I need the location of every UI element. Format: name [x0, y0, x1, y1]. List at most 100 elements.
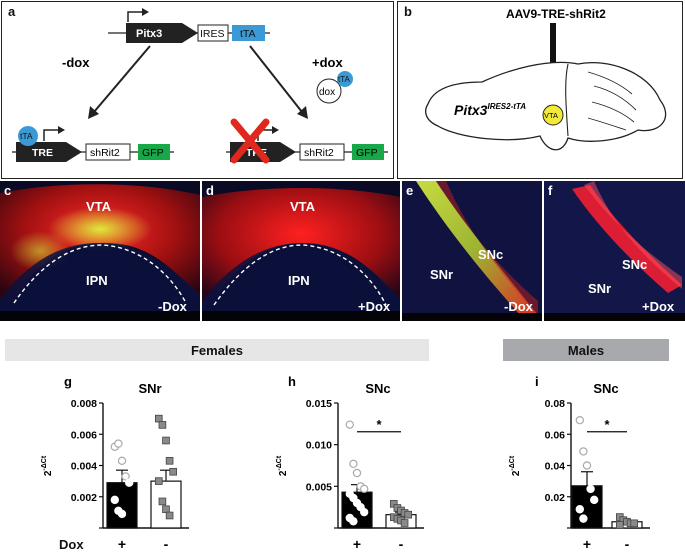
chart-h-significance-star: *: [376, 417, 382, 432]
chart-h-point-plus: [352, 468, 362, 478]
shrit2-label: shRit2: [90, 147, 120, 159]
chart-g-bar-plus: [106, 482, 138, 529]
chart-g-x-label-plus: +: [118, 536, 126, 550]
chart-g-y-tick-label: 0.008: [71, 398, 97, 410]
chart-i-significance-star: *: [604, 417, 610, 432]
panel-f-condition: +Dox: [642, 299, 675, 314]
chart-i-point-plus: [575, 505, 585, 514]
chart-i-point-plus: [579, 514, 588, 523]
pitx3-construct: Pitx3 IRES tTA: [108, 8, 270, 43]
chart-g-point-plus: [114, 439, 123, 448]
chart-g-point-minus: [154, 414, 163, 423]
chart-g-point-minus: [158, 497, 167, 506]
shrit2-label-right: shRit2: [304, 147, 334, 159]
chart-g-point-minus: [165, 511, 174, 520]
chart-h-x-label-plus: +: [353, 536, 361, 550]
panel-d-label: d: [206, 183, 214, 198]
chart-g-point-plus: [124, 478, 134, 487]
chart-h-panel-label: h: [288, 374, 296, 389]
chart-g-panel-label: g: [64, 374, 72, 389]
chart-g-point-minus: [158, 421, 167, 429]
chart-i-y-tick-label: 0.08: [545, 398, 566, 410]
panel-e-region-snc: SNc: [478, 247, 504, 262]
chart-i-x-label-minus: -: [625, 536, 630, 550]
tta-bound-label: tTA: [20, 131, 33, 141]
chart-g-point-plus: [117, 456, 127, 466]
promoter-arrow-icon: [127, 11, 142, 22]
chart-i-point-plus: [590, 495, 599, 505]
chart-g-point-minus: [154, 477, 163, 485]
panel-f-label: f: [548, 183, 553, 198]
chart-h-y-tick-label: 0.010: [306, 440, 332, 452]
chart-g-point-minus: [162, 505, 170, 514]
tta-bound-icon: [18, 126, 38, 146]
chart-g-y-axis-label: 2-ΔCt: [41, 455, 54, 476]
chart-g-point-plus: [110, 495, 120, 505]
chart-i-point-plus: [582, 461, 592, 470]
tre-label: TRE: [32, 147, 53, 159]
ires-label: IRES: [200, 28, 225, 40]
chart-i-point-plus: [586, 484, 595, 494]
chart-i-y-tick-label: 0.02: [545, 492, 566, 504]
chart-i-y-tick-label: 0.06: [545, 429, 566, 441]
construct-diagram: Pitx3 IRES tTA -dox +dox dox tTA tTA TRE…: [12, 8, 388, 164]
panel-c-region-ipn: IPN: [86, 273, 108, 288]
chart-g-point-plus: [117, 509, 127, 519]
panel-d-region-vta: VTA: [290, 199, 316, 214]
tre-construct-minus-dox: tTA TRE shRit2 GFP: [12, 126, 174, 162]
arrow-minus-dox: [93, 45, 151, 113]
dox-tta-label: tTA: [338, 75, 351, 84]
chart-g-point-minus: [169, 467, 178, 476]
chart-h-point-plus: [360, 507, 369, 517]
chart-h-y-tick-label: 0.015: [306, 398, 332, 410]
plus-dox-label: +dox: [312, 55, 343, 70]
minus-dox-label: -dox: [62, 55, 90, 70]
panel-e-region-snr: SNr: [430, 267, 454, 282]
panel-d-region-ipn: IPN: [288, 273, 310, 288]
panel-a: a Pitx3 IRES tTA -dox +dox dox tTA: [1, 1, 394, 179]
tta-label: tTA: [240, 28, 256, 40]
chart-g-x-label-minus: -: [164, 536, 169, 550]
chart-h-y-axis-label: 2-ΔCt: [276, 455, 289, 476]
dox-label: dox: [319, 87, 335, 98]
chart-g-y-tick-label: 0.004: [71, 461, 97, 473]
panel-f-region-snr: SNr: [588, 281, 612, 296]
gfp-label: GFP: [142, 147, 164, 159]
panel-f-image: f SNc SNr +Dox: [544, 181, 685, 321]
chart-g-point-plus: [121, 472, 130, 481]
blocked-x-icon: [230, 118, 270, 164]
virus-label: AAV9-TRE-shRit2: [506, 7, 606, 21]
chart-i-point-plus: [575, 415, 585, 425]
chart-i-y-axis-label: 2-ΔCt: [509, 455, 522, 476]
panel-e-condition: -Dox: [504, 299, 533, 314]
pitx3-gene-arrow: [126, 23, 198, 43]
chart-i-title: SNc: [593, 381, 618, 396]
chart-h-point-plus: [349, 459, 358, 469]
panel-d-image: d VTA IPN +Dox: [202, 181, 400, 321]
chart-h-point-plus: [345, 420, 354, 429]
pitx3-label: Pitx3: [136, 28, 162, 40]
panel-e-label: e: [406, 183, 414, 198]
panel-c-label: c: [4, 183, 12, 198]
brain-outline-icon: [425, 61, 667, 151]
females-band: Females: [5, 339, 429, 361]
mouse-line-label: Pitx3IRES2-tTA: [454, 102, 526, 118]
panel-e-image: e SNc SNr -Dox: [402, 181, 542, 321]
dox-row-label: Dox: [59, 537, 84, 552]
panel-c-condition: -Dox: [158, 299, 187, 314]
chart-h-title: SNc: [365, 381, 390, 396]
chart-i-y-tick-label: 0.04: [545, 461, 566, 473]
tre-construct-plus-dox: TRE shRit2 GFP: [226, 118, 388, 164]
panel-c-region-vta: VTA: [86, 199, 112, 214]
vta-target: [542, 104, 564, 126]
chart-h-point-plus: [349, 517, 358, 526]
chart-h-x-label-minus: -: [399, 536, 404, 550]
vta-label: VTA: [544, 111, 558, 120]
chart-g-point-minus: [162, 436, 170, 445]
chart-g-point-minus: [165, 457, 174, 465]
chart-g-y-tick-label: 0.006: [71, 429, 97, 441]
mouse-brain-diagram: AAV9-TRE-shRit2 VTA Pitx3IRES2-tTA: [425, 7, 667, 151]
gfp-label-right: GFP: [356, 147, 378, 159]
chart-h-point-plus: [360, 484, 369, 494]
